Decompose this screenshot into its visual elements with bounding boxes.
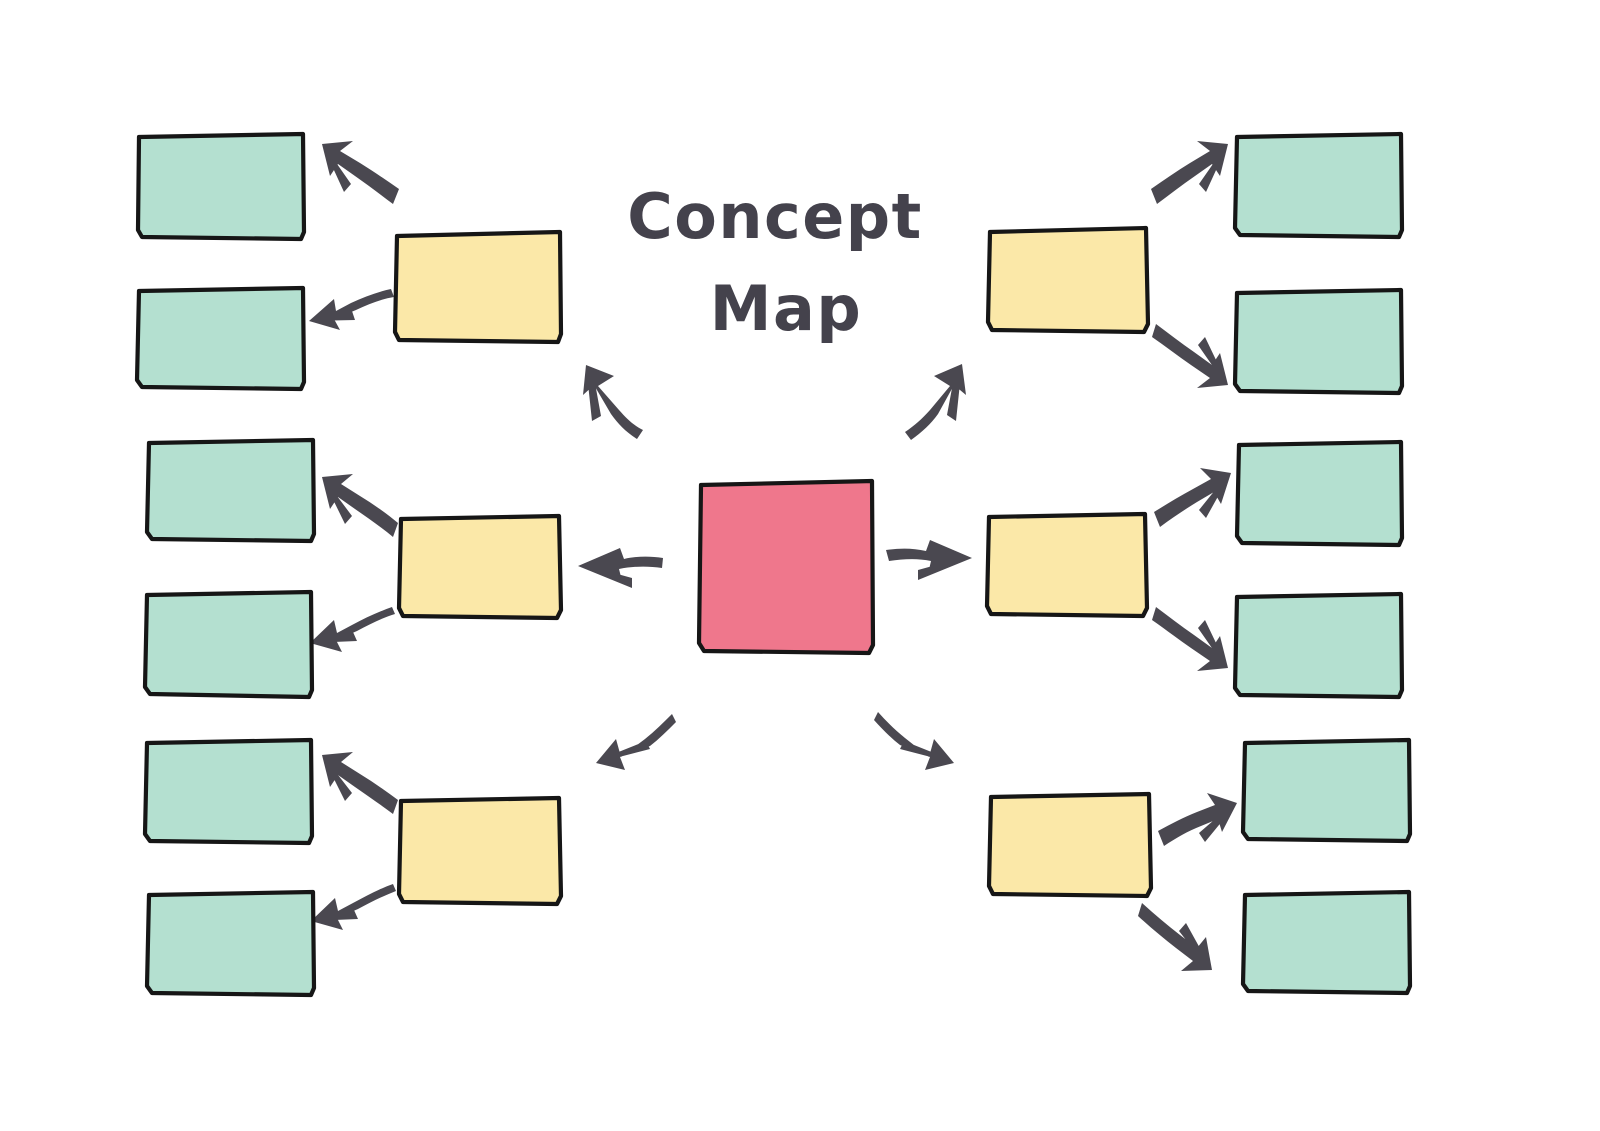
branch-node-mid-right[interactable] <box>984 511 1150 619</box>
title-line-2: Map <box>710 272 862 345</box>
arrow-branch-mid-right-to-leaf-right-4 <box>1152 607 1228 671</box>
leaf-node-right-5[interactable] <box>1240 737 1413 844</box>
leaf-node-left-3[interactable] <box>144 437 317 544</box>
arrow-center-to-branch-mid-left <box>578 548 663 588</box>
branch-node-bottom-right[interactable] <box>986 791 1154 899</box>
branch-node-mid-left[interactable] <box>396 513 564 621</box>
diagram-title: Concept Map <box>627 180 923 345</box>
arrow-branch-mid-left-to-leaf-left-3 <box>322 474 398 537</box>
title-line-1: Concept <box>627 180 923 253</box>
leaf-node-right-6[interactable] <box>1240 889 1413 996</box>
arrow-branch-top-left-to-leaf-left-1 <box>322 141 399 204</box>
arrow-center-to-branch-mid-right <box>886 540 972 580</box>
leaf-node-left-2[interactable] <box>134 285 307 392</box>
arrow-center-to-branch-bottom-right <box>874 712 954 770</box>
node-layer <box>134 131 1413 998</box>
arrow-branch-bottom-left-to-leaf-left-5 <box>322 752 398 814</box>
arrow-branch-top-right-to-leaf-right-2 <box>1152 324 1228 388</box>
leaf-node-right-4[interactable] <box>1232 591 1405 700</box>
leaf-node-right-2[interactable] <box>1232 287 1405 396</box>
leaf-node-left-4[interactable] <box>142 589 315 700</box>
arrow-branch-mid-right-to-leaf-right-3 <box>1154 468 1231 527</box>
arrow-branch-bottom-left-to-leaf-left-6 <box>311 884 396 930</box>
branch-node-top-left[interactable] <box>392 229 564 345</box>
branch-node-bottom-left[interactable] <box>396 795 564 907</box>
arrow-center-to-branch-top-right <box>905 364 966 440</box>
leaf-node-right-1[interactable] <box>1232 131 1405 240</box>
branch-node-top-right[interactable] <box>985 225 1151 335</box>
arrow-branch-bottom-right-to-leaf-right-6 <box>1138 903 1212 971</box>
arrow-branch-top-left-to-leaf-left-2 <box>309 289 394 330</box>
arrow-layer <box>309 141 1237 971</box>
leaf-node-left-6[interactable] <box>144 889 317 998</box>
leaf-node-left-1[interactable] <box>135 131 307 242</box>
arrow-center-to-branch-top-left <box>583 365 643 439</box>
leaf-node-left-5[interactable] <box>142 737 315 846</box>
center-node[interactable] <box>696 478 876 656</box>
arrow-center-to-branch-bottom-left <box>596 714 676 770</box>
leaf-node-right-3[interactable] <box>1234 439 1405 548</box>
arrow-branch-bottom-right-to-leaf-right-5 <box>1158 793 1237 846</box>
arrow-branch-top-right-to-leaf-right-1 <box>1151 141 1228 204</box>
arrow-branch-mid-left-to-leaf-left-4 <box>310 607 395 652</box>
